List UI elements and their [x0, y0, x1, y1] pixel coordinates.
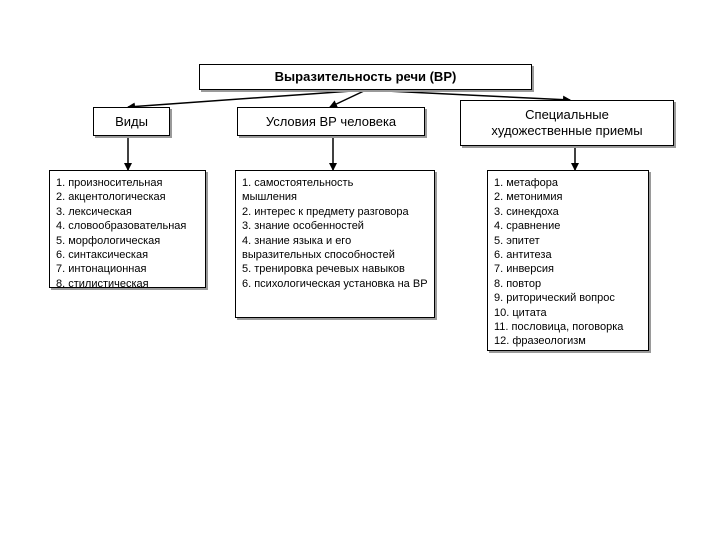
list-item: 1. метафора	[494, 177, 558, 189]
list-item: 2. интерес к предмету разговора	[242, 205, 409, 218]
list-box-types: 1. произносительная 2. акцентологическая…	[49, 170, 206, 290]
list-item: 3. лексическая	[56, 205, 132, 218]
list-item: 1. произносительная	[56, 177, 163, 189]
list-item: 5. эпитет	[494, 234, 540, 247]
list-item: 7. инверсия	[494, 263, 555, 276]
category-title-techniques: Специальные художественные приемы	[491, 107, 643, 138]
list-item: 6. антитеза	[494, 249, 552, 262]
list-item: 10. цитата	[494, 306, 547, 319]
list-item: 2. метонимия	[494, 191, 563, 204]
category-box-types: Виды	[93, 107, 170, 136]
list-item: 5. морфологическая	[56, 234, 161, 247]
list-item: 5. тренировка речевых навыков	[242, 263, 405, 276]
category-box-techniques: Специальные художественные приемы	[460, 100, 674, 146]
arrow-root-to-types	[127, 89, 367, 111]
arrow-root-to-techniques	[365, 89, 571, 104]
root-box: Выразительность речи (ВР)	[199, 64, 532, 90]
list-item: 11. пословица, поговорка	[494, 321, 624, 334]
list-item: 9. риторический вопрос	[494, 292, 615, 305]
list-item: 4. словообразовательная	[56, 220, 187, 233]
list-item: 2. акцентологическая	[56, 191, 166, 204]
list-item: 4. сравнение	[494, 220, 561, 233]
list-item: 6. психологическая установка на ВР	[242, 277, 428, 290]
list-item: 3. синекдоха	[494, 205, 559, 218]
list-item: 1. самостоятельность мышления	[242, 177, 354, 204]
list-item: 8. повтор	[494, 277, 542, 290]
category-box-conditions: Условия ВР человека	[237, 107, 425, 136]
list-item: 3. знание особенностей	[242, 220, 364, 233]
list-box-techniques: 1. метафора 2. метонимия 3. синекдоха 4.…	[487, 170, 649, 351]
list-item: 4. знание языка и его выразительных спос…	[242, 234, 395, 262]
category-title-types: Виды	[115, 113, 148, 129]
root-title: Выразительность речи (ВР)	[274, 69, 457, 84]
arrow-root-to-conditions	[329, 89, 367, 108]
category-title-conditions: Условия ВР человека	[265, 113, 397, 129]
list-box-conditions: 1. самостоятельность мышления 2. интерес…	[235, 170, 435, 318]
list-item: 12. фразеологизм	[494, 335, 586, 348]
list-item: 7. интонационная	[56, 263, 147, 276]
list-item: 6. синтаксическая	[56, 249, 149, 262]
list-item: 8. стилистическая	[56, 277, 149, 290]
